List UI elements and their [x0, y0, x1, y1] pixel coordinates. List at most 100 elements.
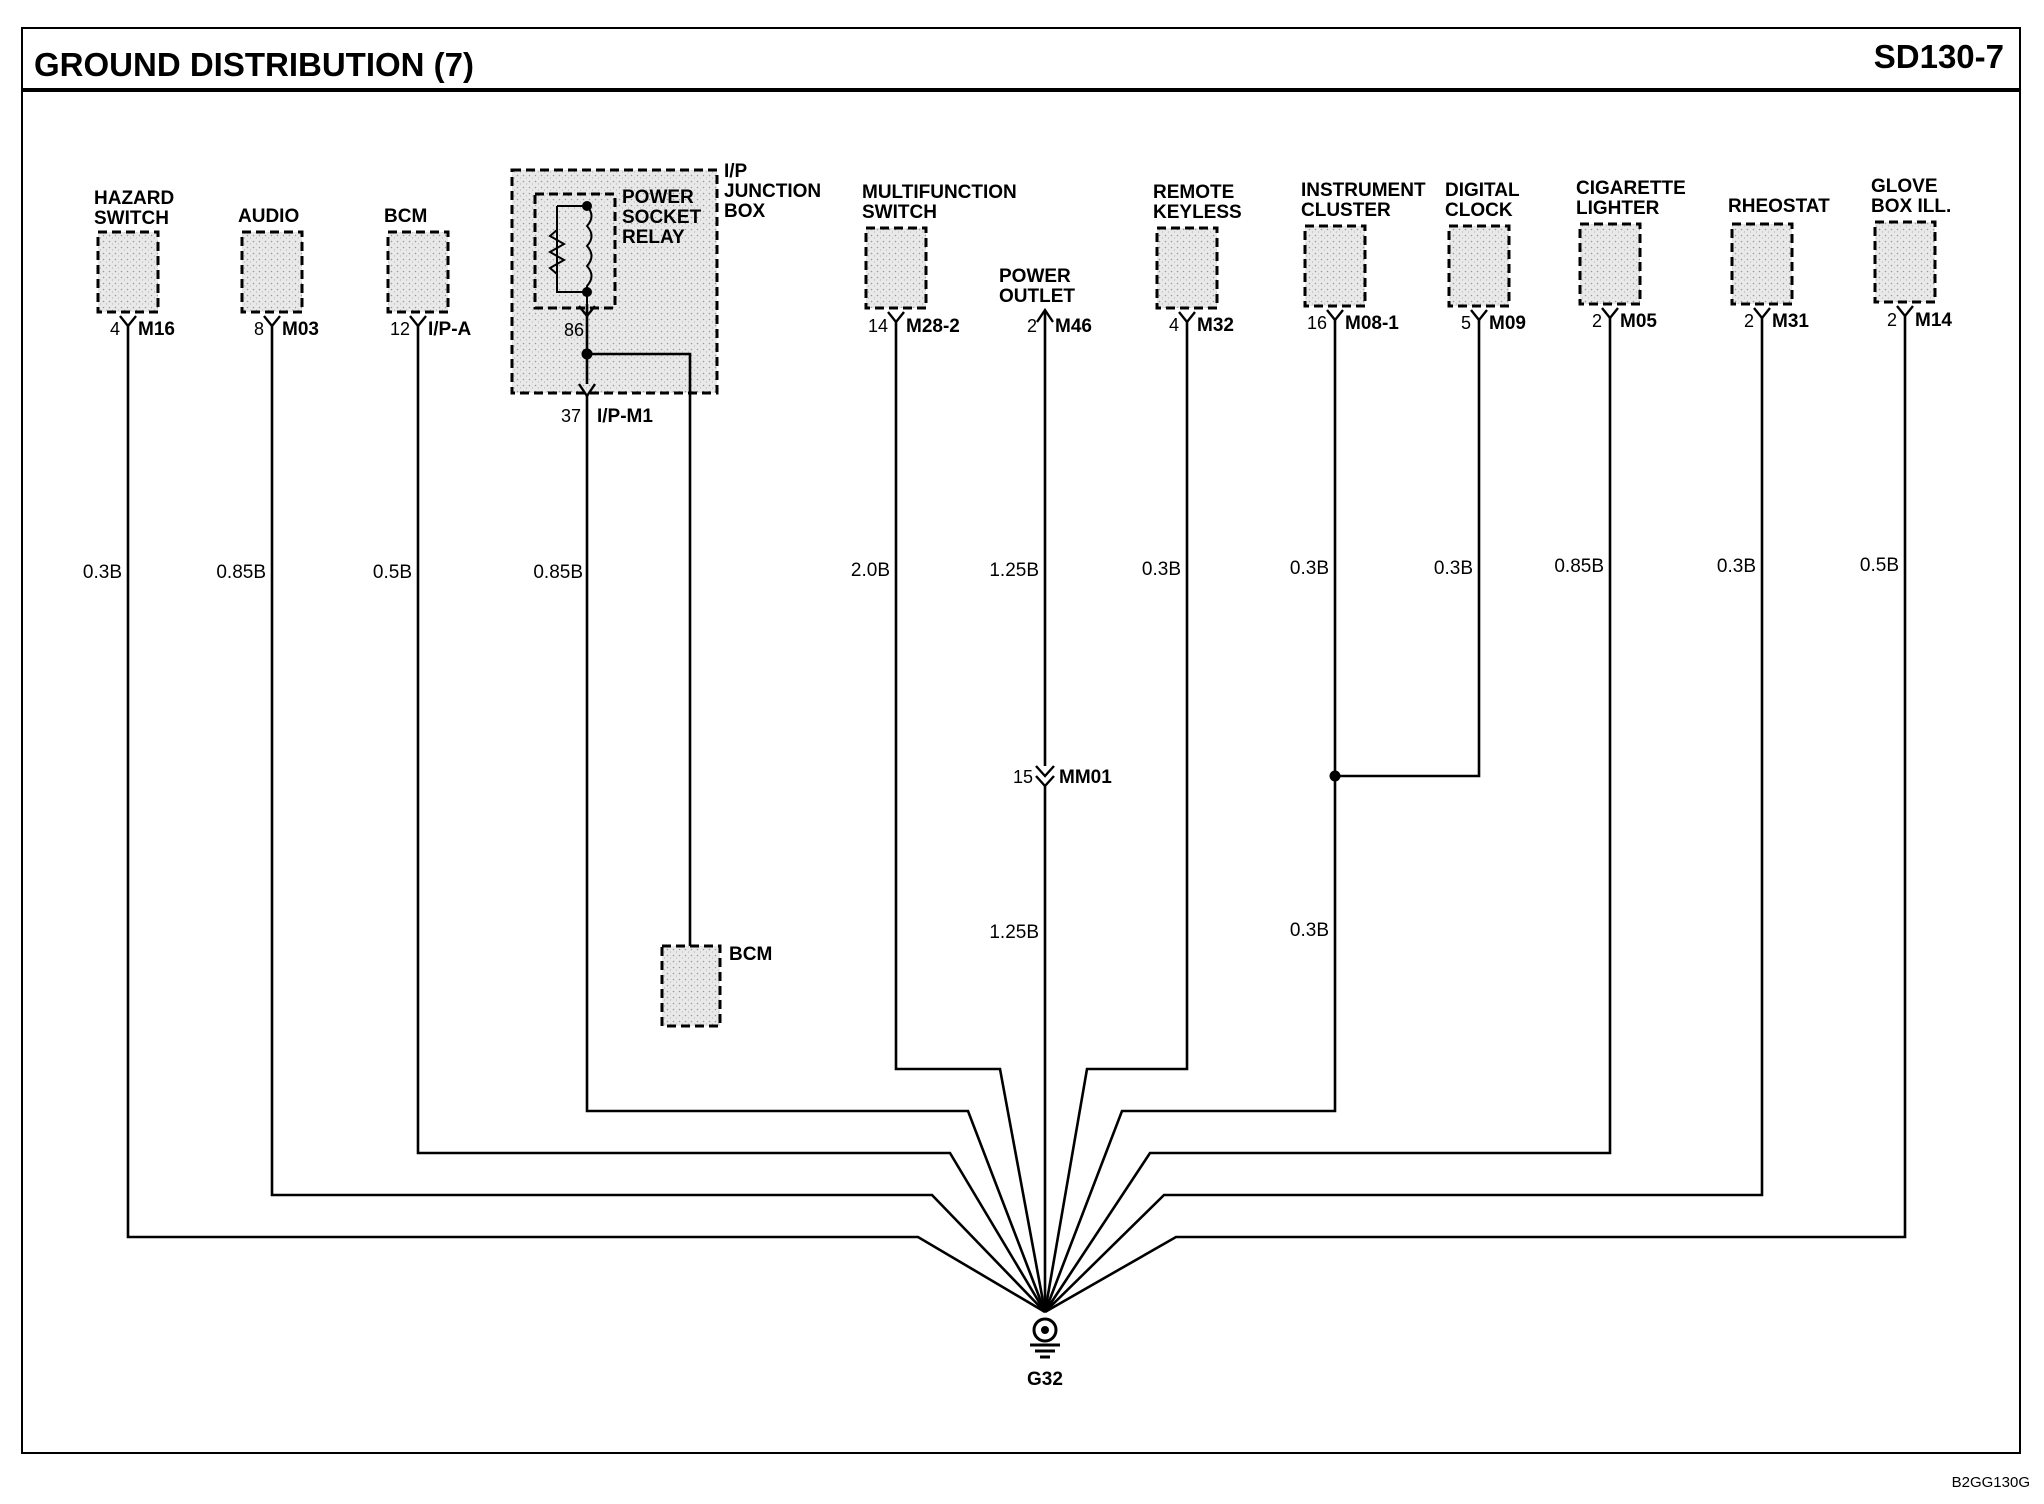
- remote-keyless-connector-icon: [1178, 311, 1196, 324]
- cigarette-lighter-connector: M05: [1620, 311, 1657, 332]
- instrument-cluster-box: [1303, 224, 1367, 308]
- audio-box: [240, 230, 304, 314]
- rheostat-wire-gauge: 0.3B: [1717, 556, 1756, 577]
- relay-86-connector-icon: [578, 305, 596, 318]
- instrument-cluster-connector-icon: [1326, 309, 1344, 322]
- jb-out-pin: 37: [561, 406, 581, 426]
- digital-clock-connector-icon: [1470, 309, 1488, 322]
- cigarette-lighter-wire-gauge: 0.85B: [1554, 556, 1604, 577]
- hazard-connector-icon: [119, 315, 137, 328]
- audio-pin: 8: [254, 319, 264, 339]
- jb-to-bcm-wire: [587, 352, 692, 946]
- page-frame: [21, 27, 2021, 1454]
- bcm-box: [386, 230, 450, 314]
- bcm-sub-label: BCM: [729, 944, 772, 965]
- junction-box: [510, 168, 719, 395]
- rheostat-pin: 2: [1744, 311, 1754, 331]
- bcm-pin: 12: [390, 319, 410, 339]
- power-socket-relay: [533, 192, 617, 310]
- cigarette-lighter-box: [1578, 222, 1642, 306]
- remote-keyless-connector: M32: [1197, 315, 1234, 336]
- digital-clock-pin: 5: [1461, 313, 1471, 333]
- rheostat-label: RHEOSTAT: [1728, 196, 1830, 217]
- power-outlet-gauge-2: 1.25B: [989, 922, 1039, 943]
- remote-keyless-wire: [1043, 322, 1189, 1313]
- ground-g32-symbol: [1030, 1317, 1060, 1359]
- audio-label: AUDIO: [238, 206, 299, 227]
- junction-box-label: I/P JUNCTION BOX: [724, 161, 826, 222]
- mm01-connector-icon-2: [1035, 775, 1055, 788]
- power-outlet-connector: M46: [1055, 316, 1092, 337]
- multifunction-wire-gauge: 2.0B: [851, 560, 890, 581]
- hazard-pin: 4: [110, 319, 120, 339]
- glove-box-connector: M14: [1915, 310, 1952, 331]
- glove-box-wire-gauge: 0.5B: [1860, 555, 1899, 576]
- glove-box-pin: 2: [1887, 310, 1897, 330]
- jb-ground-wire: [585, 396, 1047, 1313]
- page-title: GROUND DISTRIBUTION (7): [34, 46, 474, 83]
- instrument-cluster-gauge-2: 0.3B: [1290, 920, 1329, 941]
- instrument-cluster-pin: 16: [1307, 313, 1327, 333]
- power-outlet-wire-gauge: 1.25B: [989, 560, 1039, 581]
- audio-connector-icon: [263, 315, 281, 328]
- page-code: SD130-7: [1874, 38, 2004, 75]
- remote-keyless-box: [1155, 226, 1219, 310]
- instrument-cluster-wire: [1043, 320, 1337, 1313]
- jb-out-connector: I/P-M1: [597, 406, 653, 427]
- instrument-cluster-connector: M08-1: [1345, 313, 1399, 334]
- audio-connector: M03: [282, 319, 319, 340]
- cigarette-lighter-pin: 2: [1592, 311, 1602, 331]
- glove-box-connector-icon: [1896, 305, 1914, 318]
- relay-coil-icon: [547, 201, 593, 304]
- component-bcm: BCM 12 I/P-A 0.5B: [373, 206, 472, 583]
- mm01-connector: MM01: [1059, 767, 1112, 788]
- multifunction-box: [864, 226, 928, 310]
- relay-label: POWER SOCKET RELAY: [622, 187, 706, 248]
- rheostat-connector-icon: [1753, 307, 1771, 320]
- ground-label: G32: [1027, 1369, 1063, 1390]
- hazard-wire-gauge: 0.3B: [83, 562, 122, 583]
- bcm-label: BCM: [384, 206, 427, 227]
- mm01-connector-icon: [1035, 765, 1055, 778]
- glove-box-wire: [1044, 316, 1907, 1314]
- audio-wire-gauge: 0.85B: [216, 562, 266, 583]
- bcm-connector-icon: [409, 315, 427, 328]
- digital-clock-box: [1447, 224, 1511, 308]
- cigarette-lighter-connector-icon: [1601, 307, 1619, 320]
- wire-layer: [126, 304, 1907, 1314]
- cigarette-lighter-wire: [1043, 318, 1612, 1313]
- bcm-wire-gauge: 0.5B: [373, 562, 412, 583]
- bcm-connector: I/P-A: [428, 319, 472, 340]
- instrument-cluster-wire-gauge: 0.3B: [1290, 558, 1329, 579]
- glove-box-box: [1873, 220, 1937, 304]
- digital-clock-wire-gauge: 0.3B: [1434, 558, 1473, 579]
- hazard-wire: [126, 326, 1046, 1314]
- rheostat-box: [1730, 222, 1794, 306]
- footer-code: B2GG130G: [1952, 1474, 2030, 1491]
- power-outlet-pin: 2: [1027, 316, 1037, 336]
- multifunction-connector: M28-2: [906, 316, 960, 337]
- power-outlet-arrow-icon: [1036, 307, 1054, 323]
- hazard-box: [96, 230, 160, 314]
- audio-wire: [270, 326, 1046, 1313]
- jb-wire-gauge: 0.85B: [533, 562, 583, 583]
- digital-clock-wire: [1335, 320, 1481, 778]
- remote-keyless-pin: 4: [1169, 315, 1179, 335]
